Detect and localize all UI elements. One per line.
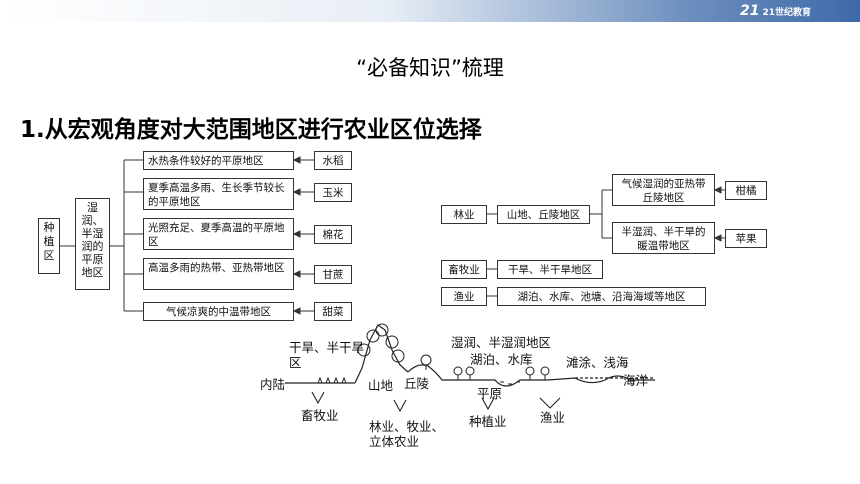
hill-label: 丘陵 (404, 376, 430, 391)
condition-box-3: 光照充足、夏季高温的平原地区 (143, 218, 294, 250)
crop-label: 甘蔗 (322, 269, 344, 281)
slide-title: “必备知识”梳理 (356, 56, 504, 80)
root-label: 种植区 (43, 221, 55, 262)
crop-box-corn: 玉米 (314, 183, 352, 202)
condition-box-1: 水热条件较好的平原地区 (143, 151, 294, 170)
animal-node: 畜牧业 (441, 260, 487, 279)
dry-region-label: 干旱、半干旱区 (289, 340, 365, 370)
forestry-label: 林业 (453, 209, 475, 221)
crop-box-citrus: 柑橘 (725, 181, 767, 200)
lake-label: 湖泊、水库 (470, 352, 533, 367)
ocean-label: 海洋 (623, 373, 649, 388)
fishery-node: 渔业 (441, 287, 487, 306)
middle-label: 湿润、半湿润的平原地区 (81, 201, 104, 279)
condition-box-4: 高温多雨的热带、亚热带地区 (143, 258, 294, 290)
animal-label: 畜牧业 (448, 264, 480, 276)
forestry-node: 林业 (441, 205, 487, 224)
crop-industry-label: 种植业 (469, 414, 507, 429)
crop-box-beet: 甜菜 (314, 302, 352, 321)
logo-mark: 21 (740, 3, 760, 19)
crop-box-apple: 苹果 (725, 229, 767, 248)
citrus-condition: 气候湿润的亚热带丘陵地区 (612, 174, 715, 206)
fish-industry-label: 渔业 (540, 410, 566, 425)
condition-box-2: 夏季高温多雨、生长季节较长的平原地区 (143, 178, 294, 210)
crop-box-cotton: 棉花 (314, 225, 352, 244)
plain-label: 平原 (477, 386, 503, 401)
logo-text: 21世纪教育 (762, 7, 812, 18)
crop-label: 苹果 (735, 233, 757, 245)
crop-label: 水稻 (322, 155, 344, 167)
crop-label: 甜菜 (322, 306, 344, 318)
section-title: 1.从宏观角度对大范围地区进行农业区位选择 (20, 117, 482, 143)
crop-label: 玉米 (322, 187, 344, 199)
humid-plain-node: 湿润、半湿润的平原地区 (75, 198, 110, 290)
fishery-label: 渔业 (453, 291, 475, 303)
condition-label: 气候湿润的亚热带丘陵地区 (621, 178, 706, 204)
arid-region: 干旱、半干旱地区 (497, 260, 603, 279)
brand-logo: 21 21世纪教育 (740, 2, 840, 20)
condition-label: 水热条件较好的平原地区 (148, 155, 264, 167)
condition-label: 半湿润、半干旱的暖温带地区 (621, 226, 706, 252)
region-label: 干旱、半干旱地区 (508, 264, 592, 276)
root-planting-area: 种植区 (38, 218, 60, 274)
mountain-hill-region: 山地、丘陵地区 (497, 205, 590, 224)
humid-region-label: 湿润、半湿润地区 (451, 335, 552, 350)
crop-label: 棉花 (322, 229, 344, 241)
condition-box-5: 气候凉爽的中温带地区 (143, 302, 294, 321)
condition-label: 夏季高温多雨、生长季节较长的平原地区 (148, 182, 285, 208)
terrain-profile (285, 324, 655, 387)
top-banner: 21 21世纪教育 (0, 0, 860, 22)
beach-label: 滩涂、浅海 (566, 355, 629, 370)
apple-condition: 半湿润、半干旱的暖温带地区 (612, 222, 715, 254)
forest-industry-label: 林业、牧业、立体农业 (369, 419, 445, 449)
crop-label: 柑橘 (735, 185, 757, 197)
animal-industry-label: 畜牧业 (301, 408, 339, 423)
condition-label: 气候凉爽的中温带地区 (166, 306, 271, 318)
water-region: 湖泊、水库、池塘、沿海海域等地区 (497, 287, 706, 306)
condition-label: 高温多雨的热带、亚热带地区 (148, 262, 285, 274)
crop-box-sugarcane: 甘蔗 (314, 265, 352, 284)
mountain-label: 山地 (368, 378, 394, 393)
inland-label: 内陆 (260, 377, 286, 392)
region-label: 山地、丘陵地区 (506, 209, 581, 221)
region-label: 湖泊、水库、池塘、沿海海域等地区 (517, 291, 686, 303)
condition-label: 光照充足、夏季高温的平原地区 (148, 222, 285, 248)
crop-box-rice: 水稻 (314, 151, 352, 170)
